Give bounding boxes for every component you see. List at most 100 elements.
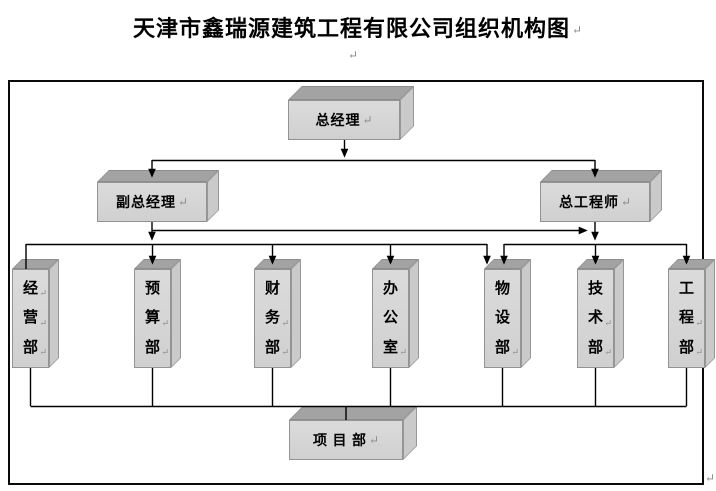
cube-front-face: 工 程↵ 部↵ <box>668 269 705 368</box>
cube-front-face: 副总经理↵ <box>97 182 207 222</box>
cube-top-face <box>97 170 219 182</box>
node-chief-engineer: 总工程师↵ <box>540 170 662 222</box>
dept-char: 程 <box>678 310 694 326</box>
dept-char: 务 <box>264 310 280 326</box>
node-dept-office: 办 公 室↵ <box>372 259 419 368</box>
node-label: 项 目 部 <box>312 434 367 449</box>
cube-side-face <box>614 259 624 368</box>
dept-char: 部 <box>678 339 694 356</box>
node-label: 总工程师 <box>558 196 619 211</box>
cube-front-face: 项 目 部↵ <box>289 420 403 460</box>
cube-front-face: 预 算↵ 部↵ <box>134 269 171 368</box>
dept-char: 经 <box>22 280 38 297</box>
cube-side-face <box>409 259 419 368</box>
node-label: 副总经理 <box>115 196 176 211</box>
dept-label-row: 技 <box>578 279 613 299</box>
dept-char: 部 <box>22 339 38 356</box>
dept-label-row: 公 <box>373 309 408 329</box>
paragraph-mark: ↵ <box>348 48 359 62</box>
dept-label-row: 营↵ <box>13 309 48 329</box>
dept-char: 部 <box>494 339 510 356</box>
dept-char: 算 <box>144 310 160 326</box>
dept-label-row: 经↵ <box>13 279 48 299</box>
cube-front-face: 总经理↵ <box>288 100 400 140</box>
dept-char: 物 <box>494 280 510 297</box>
dept-label-row: 部↵ <box>135 338 170 358</box>
paragraph-mark: ↵ <box>705 471 716 485</box>
dept-char: 公 <box>382 310 398 326</box>
dept-label-row: 部↵ <box>578 338 613 358</box>
dept-char: 财 <box>264 280 280 297</box>
dept-label-row: 工 <box>669 279 704 299</box>
return-mark: ↵ <box>281 317 289 328</box>
return-mark: ↵ <box>571 23 584 37</box>
cube-side-face <box>49 259 59 368</box>
return-mark: ↵ <box>511 347 519 357</box>
dept-label-row: 程↵ <box>669 309 704 329</box>
dept-label-row: 术↵ <box>578 309 613 329</box>
dept-label-row: 财 <box>255 279 290 299</box>
node-project-department: 项 目 部↵ <box>289 406 417 460</box>
node-deputy-general-manager: 副总经理↵ <box>97 170 219 222</box>
cube-top-face <box>289 406 417 420</box>
dept-char: 办 <box>382 280 398 297</box>
return-mark: ↵ <box>161 317 169 328</box>
return-mark: ↵ <box>281 347 289 357</box>
cube-side-face <box>521 259 531 368</box>
return-mark: ↵ <box>39 288 47 298</box>
page-title: 天津市鑫瑞源建筑工程有限公司组织机构图↵ <box>0 11 716 43</box>
dept-label-row: 部↵ <box>13 338 48 358</box>
cube-front-face: 技 术↵ 部↵ <box>577 269 614 368</box>
dept-label-row: 务↵ <box>255 309 290 329</box>
dept-char: 设 <box>494 310 510 326</box>
return-mark: ↵ <box>604 317 612 328</box>
cube-front-face: 总工程师↵ <box>540 182 650 222</box>
node-dept-materials-equipment: 物 设 部↵ <box>484 259 531 368</box>
dept-char: 部 <box>144 339 160 356</box>
dept-char: 部 <box>264 339 280 356</box>
dept-label-row: 部↵ <box>485 338 520 358</box>
node-label: 总经理 <box>315 114 361 129</box>
dept-char: 工 <box>678 280 694 297</box>
dept-char: 营 <box>22 310 38 326</box>
return-mark: ↵ <box>39 317 47 328</box>
cube-front-face: 办 公 室↵ <box>372 269 409 368</box>
dept-label-row: 室↵ <box>373 338 408 358</box>
return-mark: ↵ <box>177 194 189 209</box>
cube-top-face <box>288 86 414 100</box>
cube-side-face <box>291 259 301 368</box>
cube-side-face <box>171 259 181 368</box>
return-mark: ↵ <box>161 347 169 357</box>
node-general-manager: 总经理↵ <box>288 86 414 140</box>
dept-char: 技 <box>587 280 603 297</box>
page-title-text: 天津市鑫瑞源建筑工程有限公司组织机构图 <box>132 16 570 41</box>
cube-top-face <box>540 170 662 182</box>
dept-label-row: 物 <box>485 279 520 299</box>
dept-char: 预 <box>144 280 160 297</box>
cube-side-face <box>705 259 715 368</box>
dept-char: 术 <box>587 310 603 326</box>
dept-label-row: 部↵ <box>669 338 704 358</box>
node-dept-budget: 预 算↵ 部↵ <box>134 259 181 368</box>
dept-label-row: 设 <box>485 309 520 329</box>
return-mark: ↵ <box>362 112 373 127</box>
return-mark: ↵ <box>695 317 703 328</box>
node-dept-technology: 技 术↵ 部↵ <box>577 259 624 368</box>
dept-label-row: 预 <box>135 279 170 299</box>
return-mark: ↵ <box>620 194 632 209</box>
dept-label-row: 算↵ <box>135 309 170 329</box>
cube-front-face: 财 务↵ 部↵ <box>254 269 291 368</box>
node-dept-engineering: 工 程↵ 部↵ <box>668 259 715 368</box>
dept-char: 室 <box>382 339 398 356</box>
node-dept-operations: 经↵ 营↵ 部↵ <box>12 259 59 368</box>
return-mark: ↵ <box>368 432 380 447</box>
return-mark: ↵ <box>695 347 703 357</box>
dept-label-row: 部↵ <box>255 338 290 358</box>
return-mark: ↵ <box>604 347 612 357</box>
cube-front-face: 物 设 部↵ <box>484 269 521 368</box>
return-mark: ↵ <box>399 347 407 357</box>
cube-front-face: 经↵ 营↵ 部↵ <box>12 269 49 368</box>
dept-label-row: 办 <box>373 279 408 299</box>
node-dept-finance: 财 务↵ 部↵ <box>254 259 301 368</box>
